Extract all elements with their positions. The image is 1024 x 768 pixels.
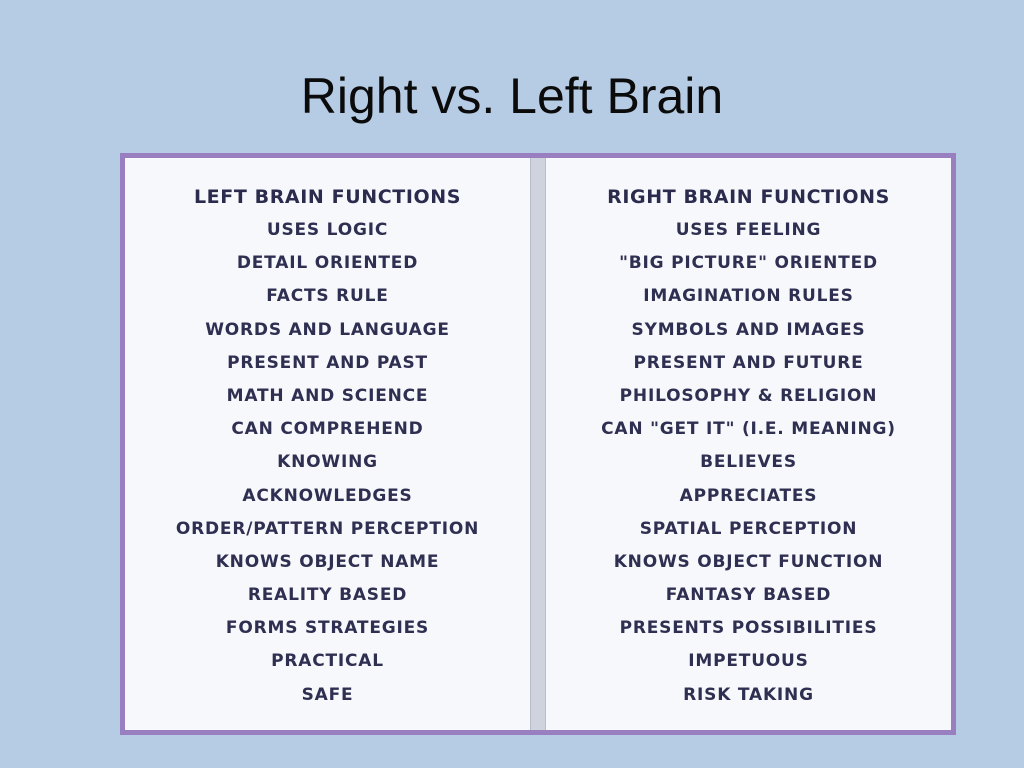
right-item: USES FEELING: [675, 220, 822, 240]
left-item: KNOWS OBJECT NAME: [215, 551, 440, 572]
right-item: IMPETUOUS: [688, 651, 809, 672]
left-item: SAFE: [301, 684, 354, 705]
brain-functions-table: LEFT BRAIN FUNCTIONS USES LOGIC DETAIL O…: [120, 153, 956, 735]
right-item: CAN "GET IT" (I.E. MEANING): [601, 419, 896, 440]
left-item: FACTS RULE: [266, 286, 389, 307]
right-item: KNOWS OBJECT FUNCTION: [613, 551, 884, 572]
right-item: PHILOSOPHY & RELIGION: [619, 385, 878, 406]
right-item: SPATIAL PERCEPTION: [639, 518, 858, 539]
left-item: REALITY BASED: [247, 585, 408, 606]
left-column-header: LEFT BRAIN FUNCTIONS: [193, 186, 462, 208]
left-item: MATH AND SCIENCE: [226, 385, 429, 406]
right-item: "BIG PICTURE" ORIENTED: [619, 253, 878, 274]
right-item: SYMBOLS AND IMAGES: [631, 319, 866, 340]
right-item: RISK TAKING: [683, 684, 814, 705]
left-item: ORDER/PATTERN PERCEPTION: [175, 518, 480, 539]
right-item: IMAGINATION RULES: [643, 286, 854, 307]
left-item: USES LOGIC: [266, 220, 389, 240]
left-item: FORMS STRATEGIES: [225, 618, 430, 639]
left-item: WORDS AND LANGUAGE: [205, 319, 450, 340]
left-item: PRESENT AND PAST: [227, 352, 428, 373]
left-item: KNOWING: [277, 452, 378, 473]
left-item: DETAIL ORIENTED: [236, 253, 419, 274]
slide-title: Right vs. Left Brain: [300, 68, 724, 124]
left-item: PRACTICAL: [271, 651, 384, 672]
right-item: PRESENTS POSSIBILITIES: [619, 618, 878, 639]
left-item: ACKNOWLEDGES: [242, 485, 413, 506]
column-divider: [530, 158, 546, 730]
left-brain-column: LEFT BRAIN FUNCTIONS USES LOGIC DETAIL O…: [125, 158, 530, 730]
right-item: PRESENT AND FUTURE: [633, 352, 864, 373]
right-item: APPRECIATES: [679, 485, 818, 506]
right-column-header: RIGHT BRAIN FUNCTIONS: [607, 186, 890, 208]
right-brain-column: RIGHT BRAIN FUNCTIONS USES FEELING "BIG …: [546, 158, 951, 730]
left-item: CAN COMPREHEND: [231, 419, 424, 440]
right-item: BELIEVES: [700, 452, 797, 473]
right-item: FANTASY BASED: [665, 585, 832, 606]
